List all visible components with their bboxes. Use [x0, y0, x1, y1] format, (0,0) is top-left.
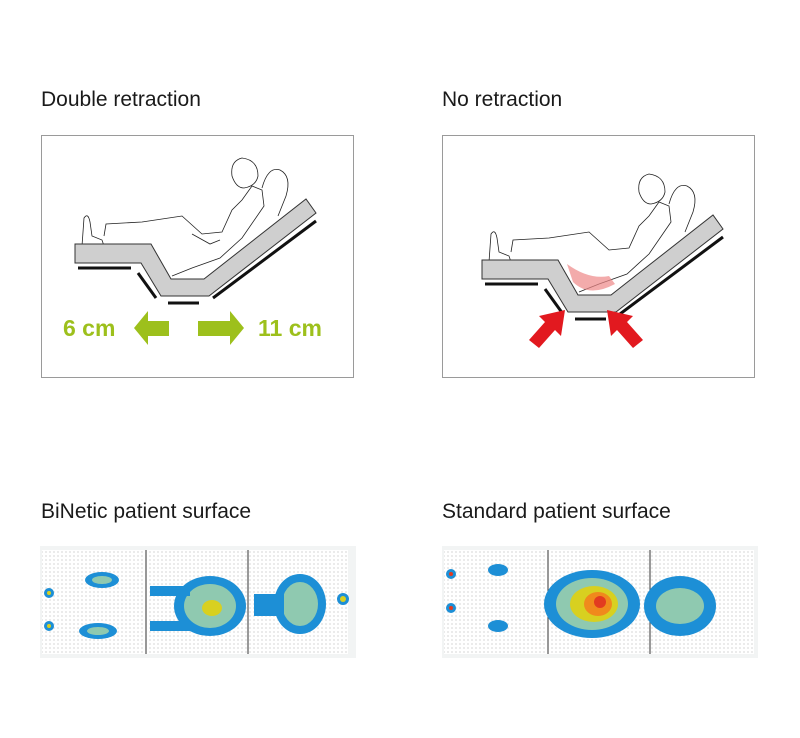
double-retraction-diagram: 6 cm 11 cm: [41, 135, 354, 378]
heatmap-title-standard: Standard patient surface: [442, 500, 671, 523]
standard-pressure-map: [442, 546, 758, 658]
pressure-blobs: [44, 572, 349, 639]
pressure-blobs: [446, 564, 716, 638]
retraction-right-label: 11 cm: [258, 315, 322, 341]
no-retraction-diagram: [442, 135, 755, 378]
bed-frame: [78, 219, 317, 305]
pressure-area: [567, 264, 615, 291]
arrow-right-icon: [198, 311, 244, 345]
pressure-arrow-left-icon: [529, 310, 565, 348]
retraction-left-label: 6 cm: [63, 315, 115, 341]
arrow-left-icon: [134, 311, 169, 345]
patient-figure: [81, 157, 289, 277]
heatmap-title-binetic: BiNetic patient surface: [41, 500, 252, 523]
mattress: [481, 214, 724, 313]
binetic-pressure-map: [40, 546, 356, 658]
bed-frame: [485, 235, 724, 321]
pressure-arrow-right-icon: [607, 310, 643, 348]
panel-title-no-retraction: No retraction: [442, 88, 563, 111]
mattress: [74, 198, 317, 297]
patient-figure: [488, 173, 696, 293]
panel-title-double-retraction: Double retraction: [41, 88, 201, 111]
